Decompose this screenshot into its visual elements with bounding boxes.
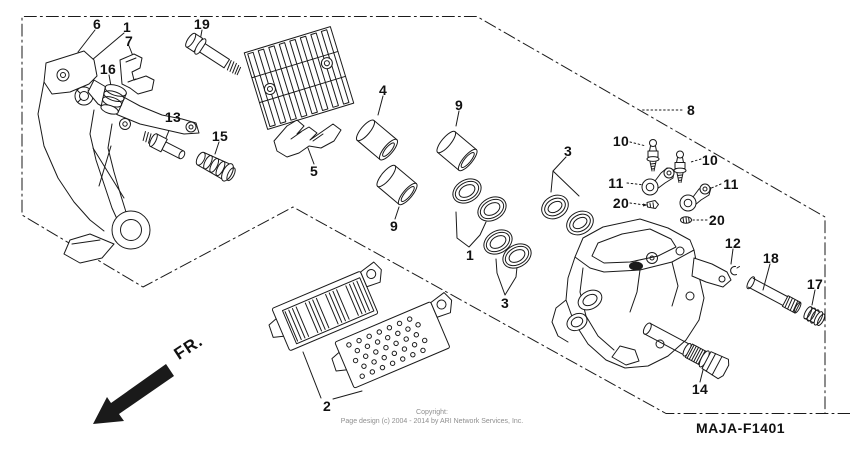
part-number-label: 10 — [612, 133, 630, 149]
part-number-label: 15 — [211, 128, 229, 144]
front-direction-arrow-icon — [93, 364, 174, 424]
mount-bolt-drawing — [185, 32, 242, 76]
part-number-label: 11 — [723, 176, 739, 192]
part-number-label: 14 — [691, 381, 709, 397]
part-number-label: 12 — [724, 235, 742, 251]
caliper-body-drawing — [551, 218, 732, 369]
dotted-leader-lines — [626, 109, 722, 221]
pin-bolt-drawing — [642, 322, 730, 380]
part-number-label: 7 — [124, 33, 134, 49]
diagram-code: MAJA-F1401 — [696, 420, 786, 436]
bleeder-cap-drawing — [646, 200, 659, 209]
bracket-pin-boot-drawing — [195, 151, 236, 182]
assembly-boundary-frame — [21, 16, 850, 414]
bleed-valve-drawing — [646, 139, 660, 172]
pad-retainer-drawing — [273, 119, 342, 158]
piston-drawing — [436, 130, 478, 172]
part-number-label: 2 — [322, 398, 332, 414]
part-number-label: 5 — [309, 163, 319, 179]
bleed-valve-drawing — [673, 150, 687, 183]
part-number-label: 9 — [454, 97, 464, 113]
seal-ring-pair-drawing — [541, 194, 594, 236]
part-number-label: 9 — [389, 218, 399, 234]
part-number-label: 19 — [193, 16, 211, 32]
copyright-note: Copyright: Page design (c) 2004 - 2014 b… — [262, 408, 602, 426]
pin-boot-drawing — [803, 306, 826, 327]
part-number-label: 3 — [500, 295, 510, 311]
hose-joint-drawing — [641, 167, 675, 196]
bleeder-cap-drawing — [680, 216, 692, 224]
part-number-label: 1 — [465, 247, 475, 263]
part-number-label: 13 — [164, 109, 182, 125]
part-number-label: 20 — [612, 195, 630, 211]
piston-drawing — [376, 164, 418, 206]
copyright-line1: Copyright: — [416, 409, 448, 416]
part-number-label: 6 — [92, 16, 102, 32]
part-number-label: 17 — [806, 276, 824, 292]
part-number-label: 11 — [608, 175, 624, 191]
hose-joint-drawing — [679, 183, 712, 212]
part-number-label: 4 — [378, 82, 388, 98]
snap-clip-drawing — [730, 265, 740, 276]
part-number-label: 10 — [701, 152, 719, 168]
part-number-label: 18 — [762, 250, 780, 266]
brake-pad-drawing — [268, 261, 382, 351]
part-number-label: 1 — [122, 19, 132, 35]
finned-shield-drawing — [243, 26, 355, 130]
pad-pin-drawing — [746, 276, 802, 314]
stud-bolt-drawing — [142, 131, 186, 160]
copyright-line2: Page design (c) 2004 - 2014 by ARI Netwo… — [340, 418, 524, 425]
part-number-label: 16 — [99, 61, 117, 77]
collar-drawing — [100, 84, 127, 115]
seal-ring-set-drawing — [452, 178, 532, 269]
bushing-drawing — [355, 119, 399, 161]
part-number-label: 8 — [686, 102, 696, 118]
part-number-label: 20 — [708, 212, 726, 228]
pad-clip-drawing — [119, 53, 155, 95]
part-number-label: 3 — [563, 143, 573, 159]
caliper-bracket-drawing — [37, 50, 200, 264]
brake-pad-drawing — [331, 292, 453, 389]
